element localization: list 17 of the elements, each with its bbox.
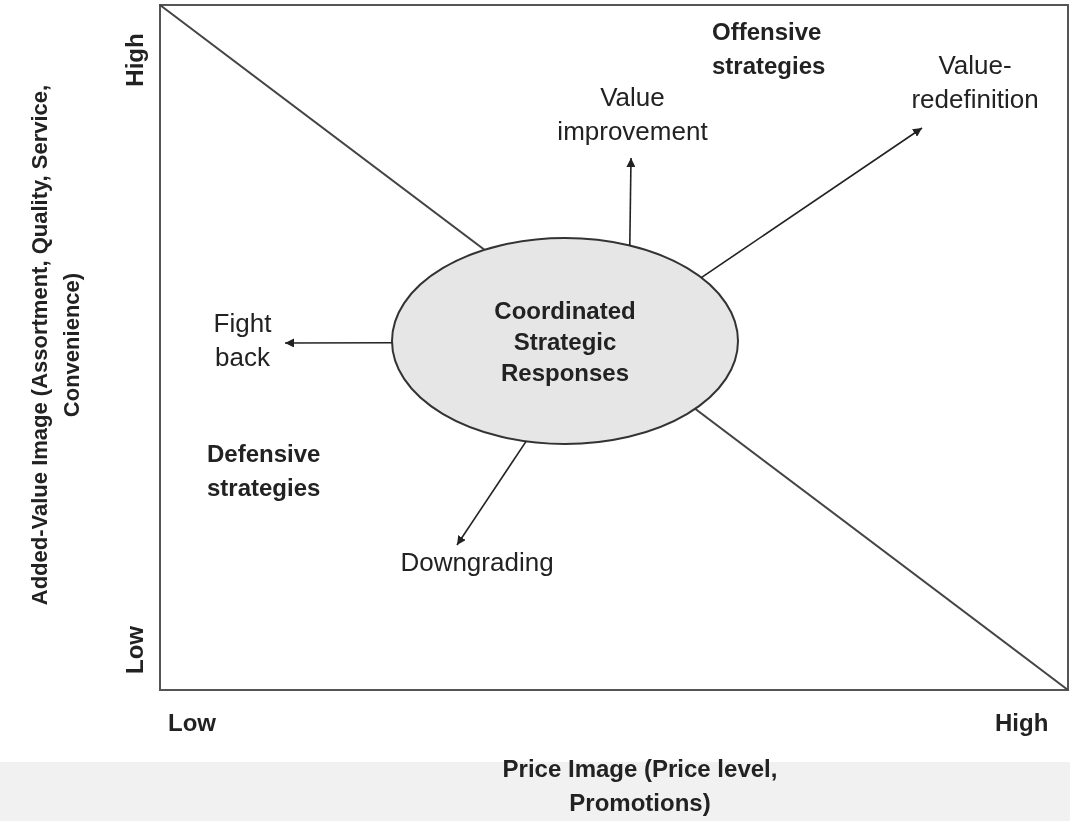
axis-title: Price Image (Price level, Promotions) xyxy=(501,754,779,818)
arrow-label: Fight back xyxy=(212,307,273,374)
arrow xyxy=(700,127,923,279)
arrow xyxy=(284,338,393,348)
axis-title: Added-Value Image (Assortment, Quality, Service, Convenience) xyxy=(26,83,85,608)
arrow-label: Downgrading xyxy=(399,546,555,579)
arrow xyxy=(626,157,636,247)
quadrant-label: Offensive strategies xyxy=(712,17,827,81)
arrow-label: Value improvement xyxy=(556,81,709,148)
axis-tick-label: Low xyxy=(120,625,149,676)
arrow xyxy=(456,440,527,546)
quadrant-label: Defensive strategies xyxy=(207,439,322,503)
axis-tick-label: High xyxy=(995,708,1049,738)
arrow-label: Value-redefinition xyxy=(910,49,1040,116)
node-title: Coordinated Strategic Responses xyxy=(493,295,637,388)
axis-tick-label: High xyxy=(120,32,149,89)
axis-tick-label: Low xyxy=(168,708,216,738)
